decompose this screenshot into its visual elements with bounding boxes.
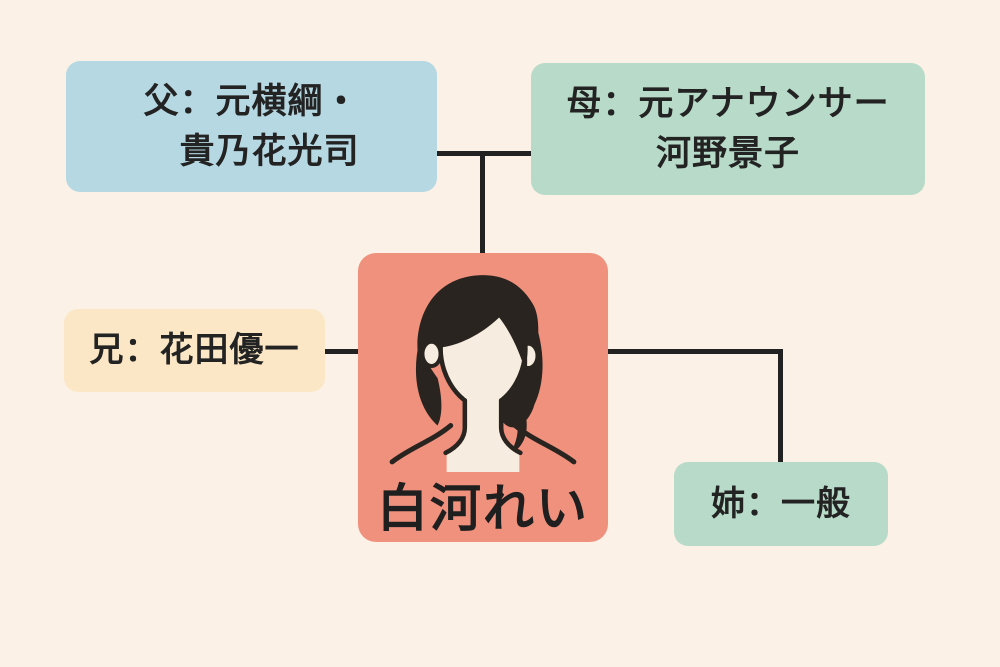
node-mother: 母：元アナウンサー河野景子: [531, 63, 925, 195]
connector-parents-to-person: [480, 151, 485, 254]
father-label: 父：元横綱・ 貴乃花光司: [143, 77, 359, 176]
connector-parents-horizontal: [437, 151, 533, 156]
connector-person-to-sister-vertical: [778, 349, 783, 463]
mother-label-line1: 母：元アナウンサー: [566, 84, 890, 124]
connector-brother-to-person: [296, 349, 359, 354]
mother-label-line2: 河野景子: [655, 134, 800, 173]
person-name: 白河れい: [376, 480, 589, 537]
father-label-line2: 貴乃花光司: [143, 131, 360, 171]
node-father: 父：元横綱・ 貴乃花光司: [66, 61, 437, 192]
connector-person-to-sister-horizontal: [607, 349, 783, 354]
node-brother: 兄：花田優一: [64, 309, 325, 392]
brother-label: 兄：花田優一: [89, 331, 300, 370]
mother-label: 母：元アナウンサー河野景子: [566, 79, 889, 178]
woman-avatar-icon: [389, 275, 577, 472]
node-person: 白河れい: [358, 253, 608, 542]
node-sister: 姉：一般: [674, 462, 888, 546]
sister-label: 姉：一般: [711, 484, 851, 523]
father-label-line1: 父：元横綱・: [143, 81, 360, 121]
